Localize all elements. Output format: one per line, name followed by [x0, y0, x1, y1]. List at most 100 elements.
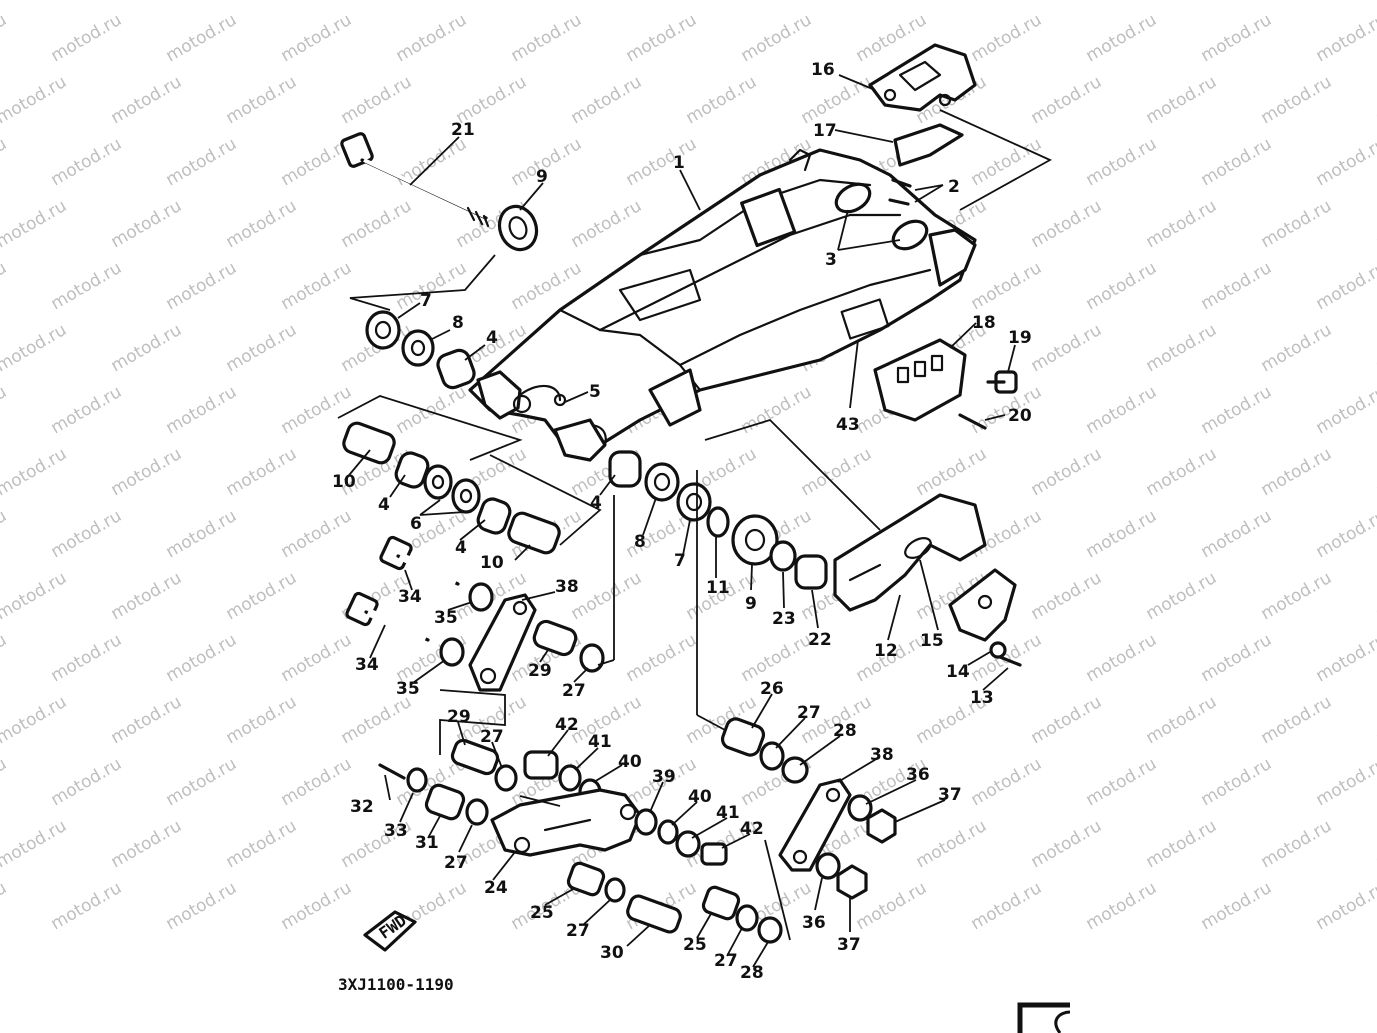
callout-25: 25	[530, 903, 554, 923]
callout-39: 39	[652, 767, 676, 787]
watermark-text: motod.ru	[393, 134, 471, 190]
watermark-text: motod.ru	[1258, 568, 1336, 624]
watermark-text: motod.ru	[568, 196, 646, 252]
connecting-rod	[490, 788, 642, 857]
watermark-text: motod.ru	[568, 0, 646, 4]
watermark-text: motod.ru	[48, 630, 126, 686]
pivot-shaft-bolt	[340, 132, 490, 228]
watermark-text: motod.ru	[48, 134, 126, 190]
diagram-code: 3XJ1100-1190	[338, 975, 454, 994]
watermark-text: motod.ru	[798, 72, 876, 128]
watermark-text: motod.ru	[48, 382, 126, 438]
callout-13: 13	[970, 688, 994, 708]
callout-18: 18	[972, 313, 996, 333]
watermark-text: motod.ru	[738, 10, 816, 66]
watermark-text: motod.ru	[1198, 134, 1276, 190]
watermark-text: motod.ru	[0, 630, 10, 686]
watermark-text: motod.ru	[1258, 320, 1336, 376]
watermark-text: motod.ru	[1143, 196, 1221, 252]
callout-27: 27	[444, 853, 468, 873]
watermark-text: motod.ru	[1083, 506, 1161, 562]
watermark-text: motod.ru	[1143, 568, 1221, 624]
callout-41: 41	[716, 803, 740, 823]
watermark-text: motod.ru	[1028, 196, 1106, 252]
watermark-text: motod.ru	[1258, 692, 1336, 748]
watermark-text: motod.ru	[223, 320, 301, 376]
callout-28: 28	[740, 963, 764, 983]
watermark-text: motod.ru	[108, 568, 186, 624]
watermark-text: motod.ru	[1083, 878, 1161, 934]
watermark-text: motod.ru	[1083, 134, 1161, 190]
callout-21: 21	[451, 120, 475, 140]
callout-37: 37	[938, 785, 962, 805]
watermark-text: motod.ru	[568, 568, 646, 624]
watermark-text: motod.ru	[1143, 72, 1221, 128]
watermark-text: motod.ru	[1083, 258, 1161, 314]
watermark-text: motod.ru	[1143, 0, 1221, 4]
callout-35: 35	[434, 608, 458, 628]
pivot-bearings-upper	[365, 310, 567, 420]
callout-36: 36	[906, 765, 930, 785]
watermark-text: motod.ru	[508, 10, 586, 66]
watermark-text: motod.ru	[108, 692, 186, 748]
watermark-text: motod.ru	[738, 630, 816, 686]
watermark-text: motod.ru	[968, 10, 1046, 66]
watermark-text: motod.ru	[393, 382, 471, 438]
callout-6: 6	[410, 514, 422, 534]
watermark-text: motod.ru	[0, 754, 10, 810]
watermark-text: motod.ru	[0, 568, 70, 624]
callout-29: 29	[447, 707, 471, 727]
front-direction-badge: FWD	[363, 910, 417, 952]
watermark-text: motod.ru	[108, 816, 186, 872]
watermark-text: motod.ru	[1373, 816, 1377, 872]
watermark-text: motod.ru	[1313, 134, 1377, 190]
watermark-text: motod.ru	[1143, 692, 1221, 748]
watermark-text: motod.ru	[1313, 258, 1377, 314]
callout-27: 27	[562, 681, 586, 701]
watermark-text: motod.ru	[913, 0, 991, 4]
callout-38: 38	[870, 745, 894, 765]
watermark-text: motod.ru	[223, 444, 301, 500]
chain-slider	[833, 493, 987, 612]
callout-42: 42	[740, 819, 764, 839]
callout-17: 17	[813, 121, 837, 141]
watermark-text: motod.ru	[683, 0, 761, 4]
watermark-text: motod.ru	[108, 72, 186, 128]
watermark-text: motod.ru	[338, 196, 416, 252]
watermark-text: motod.ru	[278, 754, 356, 810]
watermark-text: motod.ru	[1258, 0, 1336, 4]
watermark-text: motod.ru	[1313, 754, 1377, 810]
callout-10: 10	[480, 553, 504, 573]
watermark-text: motod.ru	[1028, 444, 1106, 500]
callout-19: 19	[1008, 328, 1032, 348]
watermark-text: motod.ru	[1143, 816, 1221, 872]
callout-4: 4	[590, 493, 602, 513]
callout-9: 9	[745, 594, 757, 614]
watermark-text: motod.ru	[1373, 72, 1377, 128]
watermark-text: motod.ru	[163, 134, 241, 190]
callout-40: 40	[618, 752, 642, 772]
watermark-text: motod.ru	[1028, 320, 1106, 376]
watermark-text: motod.ru	[1313, 506, 1377, 562]
watermark-text: motod.ru	[108, 444, 186, 500]
callout-4: 4	[455, 538, 467, 558]
lower-linkage-collars	[378, 738, 602, 826]
callout-34: 34	[355, 655, 379, 675]
link-bushings-center	[553, 418, 828, 590]
callout-14: 14	[946, 662, 970, 682]
callout-33: 33	[384, 821, 408, 841]
watermark-text: motod.ru	[1143, 320, 1221, 376]
callout-12: 12	[874, 641, 898, 661]
callout-30: 30	[600, 943, 624, 963]
watermark-text: motod.ru	[278, 630, 356, 686]
watermark-text: motod.ru	[163, 258, 241, 314]
callout-27: 27	[480, 727, 504, 747]
watermark-text: motod.ru	[453, 0, 531, 4]
pivot-washer	[497, 204, 539, 252]
watermark-text: motod.ru	[393, 10, 471, 66]
callout-25: 25	[683, 935, 707, 955]
watermark-text: motod.ru	[1083, 630, 1161, 686]
watermark-text: motod.ru	[223, 0, 301, 4]
watermark-text: motod.ru	[278, 878, 356, 934]
watermark-text: motod.ru	[0, 134, 10, 190]
